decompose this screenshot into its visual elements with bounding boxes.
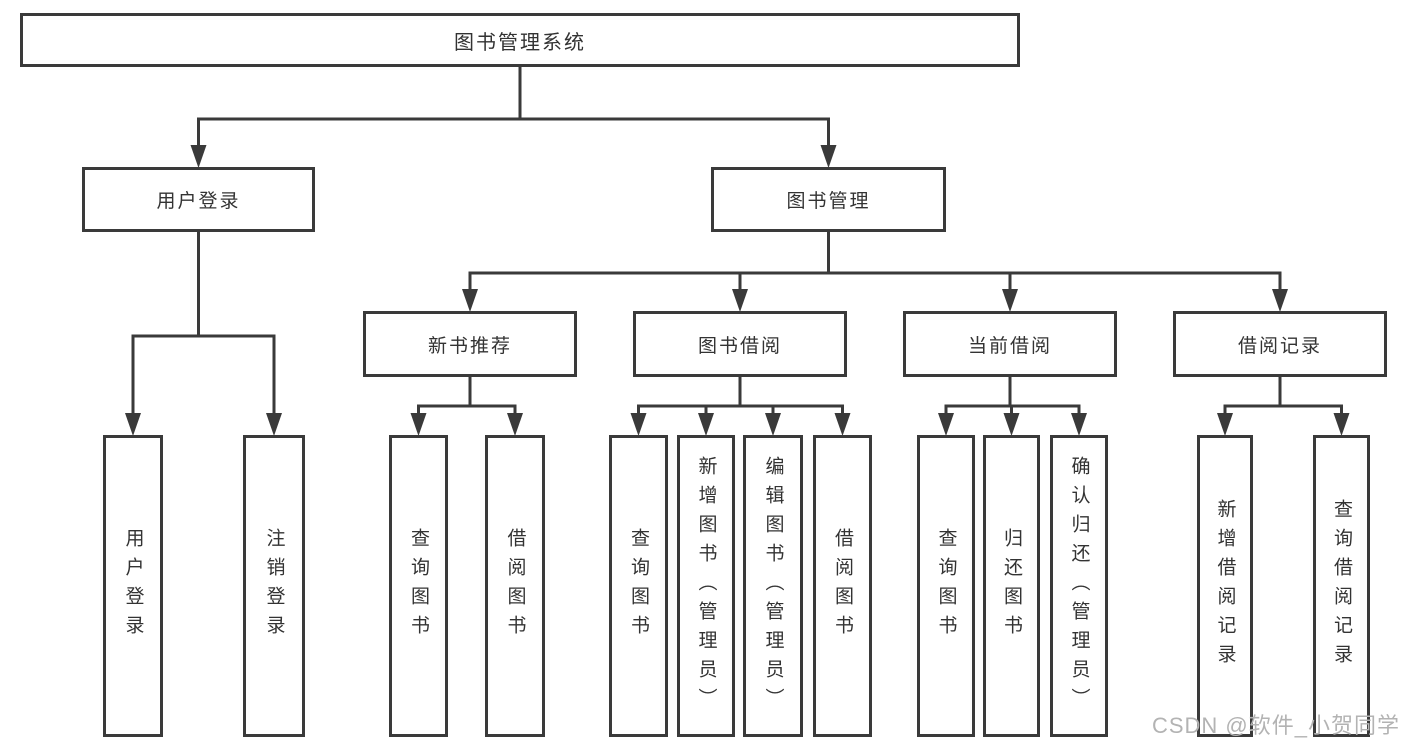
arrowhead-borrow: [732, 289, 748, 312]
connector-login: [131, 230, 276, 419]
node-bookmgmt: 图书管理: [711, 167, 946, 232]
arrowhead-b-add: [698, 413, 714, 436]
node-label-r-add: 新增借阅记录: [1214, 499, 1236, 673]
node-label-bookmgmt: 图书管理: [786, 191, 871, 212]
connector-bookmgmt: [468, 230, 1282, 295]
node-label-b-borrow: 借阅图书: [832, 528, 853, 644]
node-r-add: 新增借阅记录: [1197, 435, 1253, 737]
node-borrow: 图书借阅: [633, 311, 847, 377]
watermark: CSDN @软件_小贺同学: [1151, 713, 1400, 738]
node-b-query: 查询图书: [609, 435, 668, 737]
node-label-user-login: 用户登录: [122, 528, 144, 644]
arrowhead-r-add: [1217, 413, 1233, 436]
node-label-records: 借阅记录: [1237, 335, 1322, 357]
connector-borrow: [637, 375, 844, 419]
arrowhead-newbook: [462, 289, 478, 312]
node-nb-query: 查询图书: [389, 435, 448, 737]
node-user-login: 用户登录: [103, 435, 163, 737]
node-label-b-edit: 编辑图书（管理员）: [762, 455, 784, 717]
node-label-nb-query: 查询图书: [408, 528, 429, 644]
node-label-r-query: 查询借阅记录: [1331, 499, 1352, 673]
node-b-borrow: 借阅图书: [813, 435, 872, 737]
node-logout: 注销登录: [243, 435, 305, 737]
node-nb-borrow: 借阅图书: [485, 435, 545, 737]
arrowhead-c-return: [1003, 413, 1020, 436]
node-label-newbook: 新书推荐: [427, 335, 512, 357]
arrowhead-nb-query: [410, 413, 427, 436]
arrowhead-user-login: [125, 413, 141, 436]
node-newbook: 新书推荐: [363, 311, 577, 377]
node-r-query: 查询借阅记录: [1313, 435, 1370, 737]
node-label-c-confirm: 确认归还（管理员）: [1068, 455, 1090, 717]
node-label-borrow: 图书借阅: [697, 335, 782, 357]
node-label-current: 当前借阅: [967, 335, 1052, 357]
node-label-nb-borrow: 借阅图书: [504, 528, 526, 644]
node-label-c-query: 查询图书: [935, 528, 957, 644]
node-label-login: 用户登录: [156, 191, 241, 212]
connector-newbook: [417, 375, 517, 419]
connector-root: [197, 65, 830, 151]
arrowhead-logout: [266, 413, 282, 436]
arrowhead-b-edit: [765, 413, 781, 436]
arrowhead-c-confirm: [1071, 413, 1087, 436]
node-label-c-return: 归还图书: [1001, 528, 1022, 644]
node-root: 图书管理系统: [20, 13, 1020, 67]
connector-current: [944, 375, 1081, 419]
node-label-root: 图书管理系统: [454, 31, 586, 54]
node-label-b-add: 新增图书（管理员）: [695, 455, 717, 717]
node-c-return: 归还图书: [983, 435, 1040, 737]
arrowhead-r-query: [1333, 413, 1350, 436]
node-c-query: 查询图书: [917, 435, 975, 737]
node-current: 当前借阅: [903, 311, 1117, 377]
arrowhead-records: [1272, 289, 1288, 312]
arrowhead-b-borrow: [834, 413, 851, 436]
node-b-add: 新增图书（管理员）: [677, 435, 735, 737]
arrowhead-nb-borrow: [507, 413, 523, 436]
arrowhead-current: [1002, 289, 1018, 312]
node-label-logout: 注销登录: [263, 528, 285, 644]
arrowhead-bookmgmt: [820, 145, 837, 168]
arrowhead-login: [190, 145, 207, 168]
node-b-edit: 编辑图书（管理员）: [743, 435, 803, 737]
arrowhead-b-query: [630, 413, 647, 436]
node-label-b-query: 查询图书: [628, 528, 649, 644]
node-login: 用户登录: [82, 167, 315, 232]
arrowhead-c-query: [938, 413, 954, 436]
node-records: 借阅记录: [1173, 311, 1387, 377]
node-c-confirm: 确认归还（管理员）: [1050, 435, 1108, 737]
connector-records: [1223, 375, 1343, 419]
